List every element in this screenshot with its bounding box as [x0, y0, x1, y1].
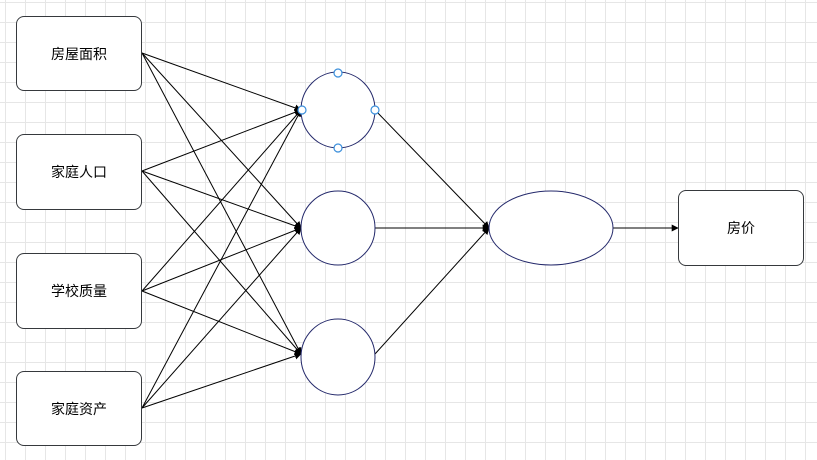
edge-in2-to-h2[interactable] — [141, 170, 302, 230]
input-node-house-area[interactable]: 房屋面积 — [16, 16, 142, 91]
selection-handles[interactable] — [297, 68, 380, 153]
output-node[interactable] — [488, 190, 614, 266]
edge-in1-to-h1[interactable] — [141, 52, 302, 112]
input-node-family-assets[interactable]: 家庭资产 — [16, 371, 142, 446]
hidden-node-1[interactable] — [300, 71, 376, 149]
selection-handle-left[interactable] — [297, 105, 307, 115]
hidden-node-3[interactable] — [300, 318, 376, 396]
result-node-house-price[interactable]: 房价 — [678, 190, 804, 266]
edge-in4-to-h3[interactable] — [141, 352, 302, 409]
hidden-node-2[interactable] — [300, 190, 376, 266]
edge-h1-to-o1[interactable] — [374, 109, 490, 229]
edge-in4-to-h2[interactable] — [141, 227, 302, 409]
input-node-school-quality[interactable]: 学校质量 — [16, 253, 142, 329]
edge-group — [141, 52, 679, 409]
input-node-label: 家庭人口 — [51, 165, 107, 181]
edge-in3-to-h3[interactable] — [141, 290, 302, 355]
edge-in2-to-h3[interactable] — [141, 170, 302, 355]
input-node-label: 家庭资产 — [51, 401, 107, 418]
result-node-label: 房价 — [727, 221, 755, 237]
input-node-label: 学校质量 — [51, 284, 107, 300]
selection-handle-right[interactable] — [370, 105, 380, 115]
input-node-family-size[interactable]: 家庭人口 — [16, 134, 142, 210]
edge-h3-to-o1[interactable] — [374, 227, 490, 355]
input-node-label: 房屋面积 — [51, 46, 107, 63]
selection-handle-bottom[interactable] — [333, 143, 343, 153]
edge-in3-to-h1[interactable] — [141, 109, 302, 292]
edge-in1-to-h3[interactable] — [141, 52, 302, 355]
edge-in2-to-h1[interactable] — [141, 108, 302, 172]
selection-handle-top[interactable] — [333, 68, 343, 78]
edge-in4-to-h1[interactable] — [141, 109, 302, 409]
